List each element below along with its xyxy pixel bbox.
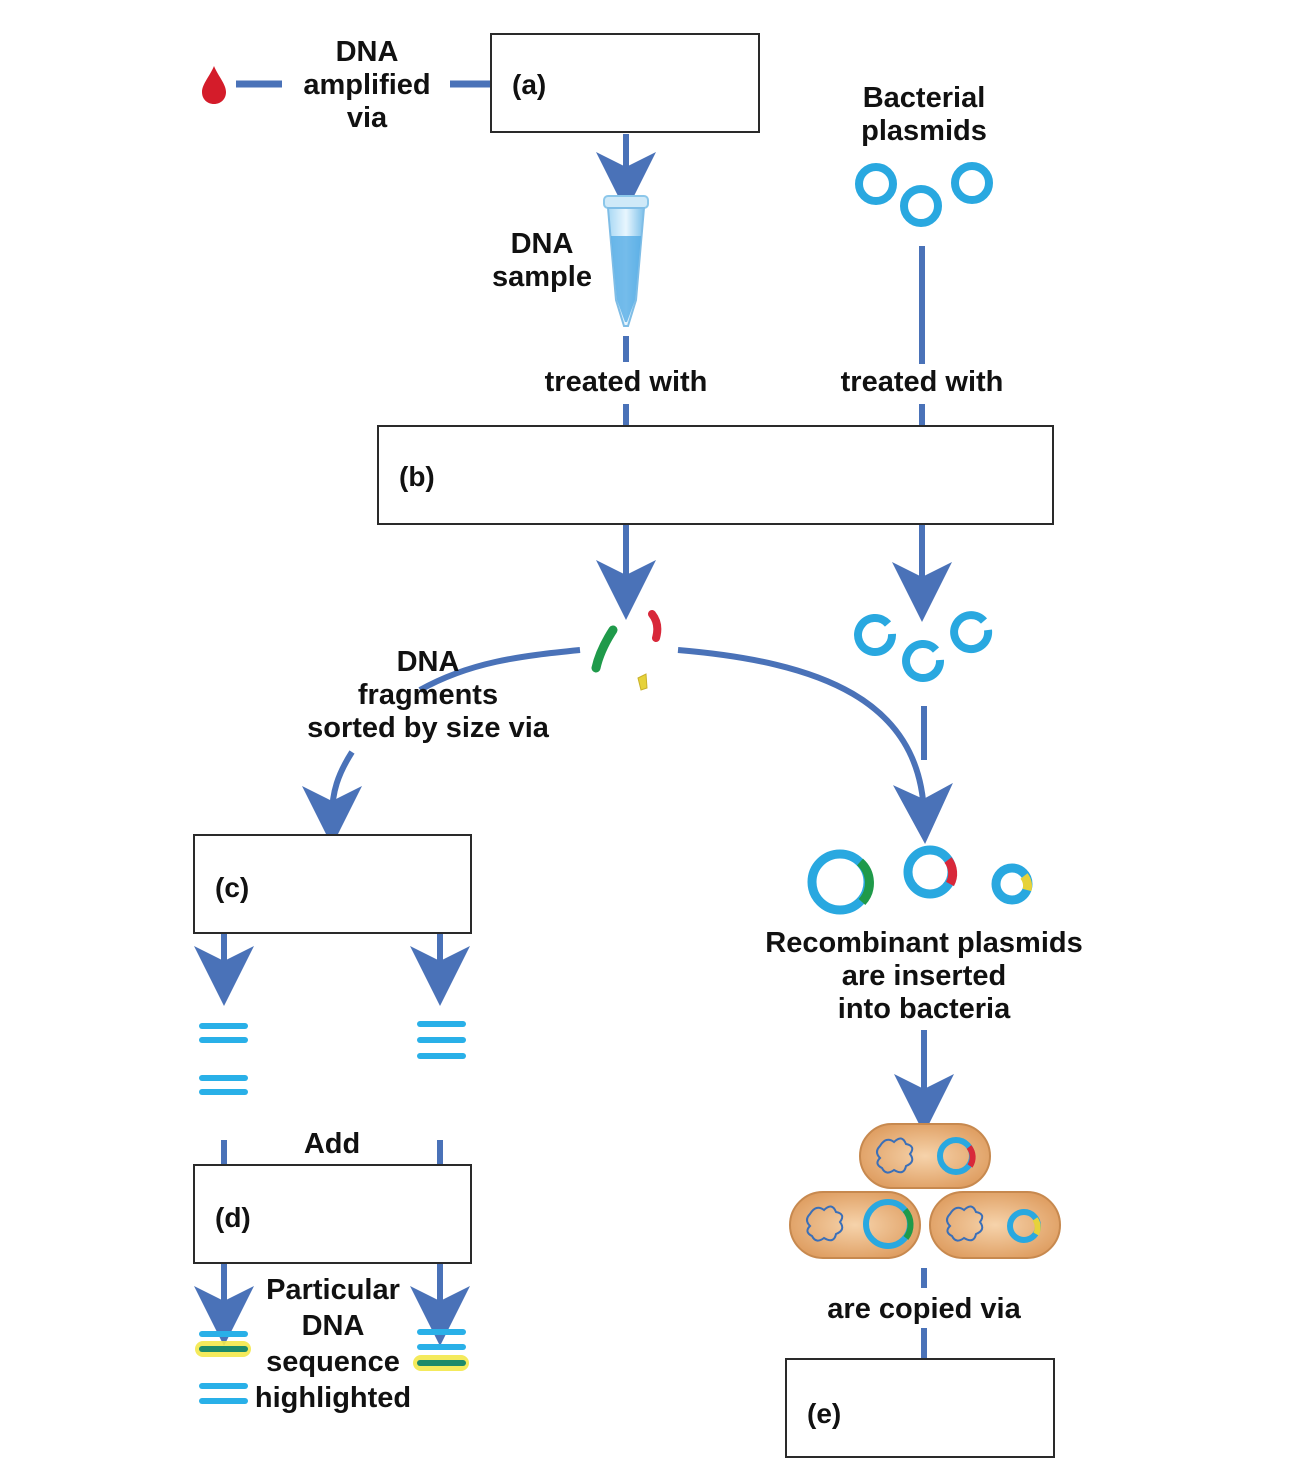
label-are-copied-via: are copied via xyxy=(827,1293,1021,1325)
plasmid-icon xyxy=(855,162,993,227)
label-recombinant-plasmids: Recombinant plasmids are inserted into b… xyxy=(765,927,1083,1025)
box-a-label: (a) xyxy=(512,69,547,100)
blood-drop-icon xyxy=(202,66,226,104)
box-c: (c) xyxy=(193,834,472,934)
box-b-label: (b) xyxy=(399,461,435,492)
label-dna-amplified: DNA amplified via xyxy=(303,36,431,134)
box-b: (b) xyxy=(377,425,1054,525)
label-particular-dna-sequence: Particular DNA sequence highlighted xyxy=(254,1274,412,1414)
recombinant-plasmid-icon xyxy=(807,845,1033,915)
box-c-label: (c) xyxy=(215,872,250,903)
label-add: Add xyxy=(303,1128,361,1160)
arrow-fragments-to-recombinant xyxy=(677,647,953,844)
dna-fragment-icon xyxy=(591,610,662,691)
box-e: (e) xyxy=(785,1358,1055,1458)
test-tube-icon xyxy=(603,195,649,327)
box-a: (a) xyxy=(490,33,760,133)
arrow-fragments-to-c xyxy=(418,647,581,693)
arrow-sorted-to-c xyxy=(302,750,363,846)
label-treated-with-right: treated with xyxy=(840,366,1004,398)
bacterium-icon xyxy=(789,1123,1061,1259)
cut-plasmid-icon xyxy=(854,611,993,682)
label-bacterial-plasmids: Bacterial plasmids xyxy=(861,82,987,147)
label-treated-with-left: treated with xyxy=(544,366,708,398)
label-dna-fragments: DNA fragments sorted by size via xyxy=(307,646,549,744)
box-d: (d) xyxy=(193,1164,472,1264)
gel-band-icon xyxy=(199,1021,466,1095)
highlighted-band-icon xyxy=(195,1329,469,1404)
label-dna-sample: DNA sample xyxy=(492,228,592,293)
box-e-label: (e) xyxy=(807,1398,842,1429)
box-d-label: (d) xyxy=(215,1202,251,1233)
